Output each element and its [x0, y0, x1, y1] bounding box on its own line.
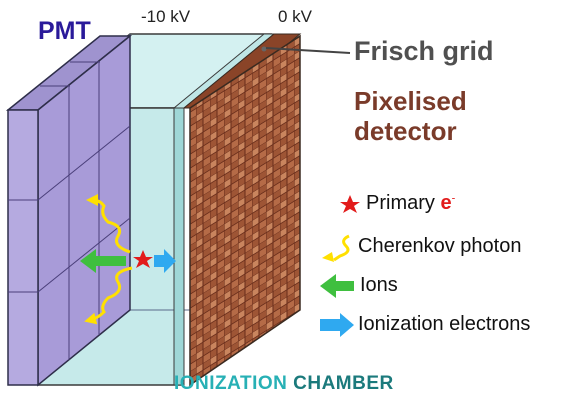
legend-icons	[320, 195, 360, 337]
ionization-chamber-title: IONIZATION CHAMBER	[174, 373, 394, 395]
legend-primary-electron: Primary e-	[366, 192, 455, 215]
pixelised-detector	[182, 33, 302, 387]
primary-electron-star	[133, 250, 153, 268]
cherenkov-photon-up	[86, 194, 131, 254]
legend-ionization-electrons: Ionization electrons	[358, 313, 531, 335]
legend-ions: Ions	[360, 274, 398, 296]
ion-arrow	[80, 249, 126, 273]
chamber-word2: CHAMBER	[293, 373, 394, 394]
legend-ions-icon	[320, 274, 354, 298]
frisch-grid-plane	[172, 33, 276, 386]
pixelised-label-line1: Pixelised	[354, 86, 467, 116]
legend-primary-text: Primary	[366, 192, 441, 214]
legend-primary-particle: e	[440, 192, 452, 214]
electron-arrow	[154, 249, 176, 273]
legend-cherenkov-icon	[333, 234, 350, 262]
event-arrows	[80, 194, 176, 325]
frisch-grid-label: Frisch grid	[354, 36, 494, 66]
legend-electrons-icon	[320, 313, 354, 337]
legend-primary-sup: -	[451, 192, 456, 205]
legend-cherenkov-photon: Cherenkov photon	[358, 235, 522, 257]
voltage-zero-label: 0 kV	[278, 7, 313, 26]
pixelised-label-line2: detector	[354, 116, 457, 146]
legend-star-icon	[340, 195, 360, 213]
voltage-minus10-label: -10 kV	[141, 7, 191, 26]
pmt-label: PMT	[38, 17, 91, 45]
cherenkov-photon-down	[84, 266, 133, 325]
frisch-pointer	[261, 46, 351, 54]
chamber-word1: IONIZATION	[174, 373, 288, 394]
